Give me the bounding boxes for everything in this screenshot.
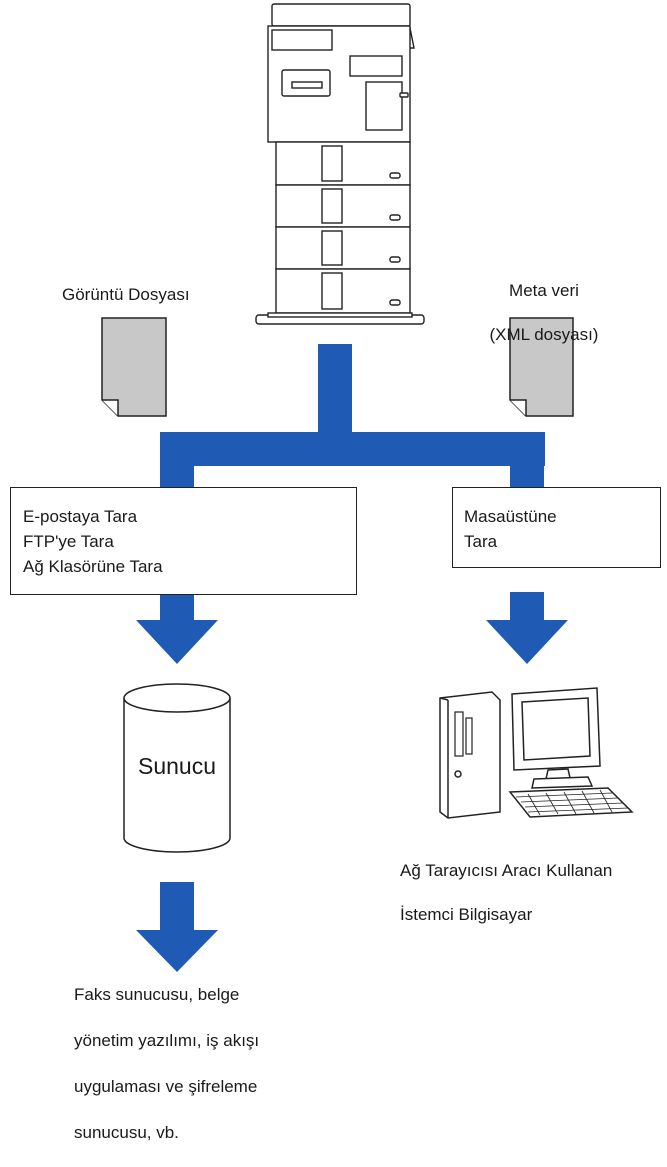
flow-connector — [160, 344, 545, 500]
down-arrow — [136, 592, 218, 664]
server-cylinder-icon — [123, 683, 231, 853]
services-description: Faks sunucusu, belge yönetim yazılımı, i… — [74, 960, 259, 1167]
metadata-label: Meta veri (XML dosyası) — [460, 258, 628, 368]
services-description-line: yönetim yazılımı, iş akışı — [74, 1031, 260, 1050]
client-computer-label-line: İstemci Bilgisayar — [400, 905, 533, 924]
metadata-label-line: Meta veri — [509, 281, 579, 300]
down-arrow — [136, 882, 218, 972]
computer-icon — [439, 687, 634, 819]
server-label: Sunucu — [137, 753, 216, 779]
scan-destinations-box: E-postaya Tara FTP'ye Tara Ağ Klasörüne … — [10, 487, 357, 595]
services-description-line: uygulaması ve şifreleme — [74, 1077, 258, 1096]
scan-to-network-folder-label: Ağ Klasörüne Tara — [23, 557, 163, 576]
scan-to-desktop-label: Tara — [464, 532, 498, 551]
scan-to-ftp-label: FTP'ye Tara — [23, 532, 114, 551]
scan-to-email-label: E-postaya Tara — [23, 507, 138, 526]
down-arrow — [486, 592, 568, 664]
client-computer-label-line: Ağ Tarayıcısı Aracı Kullanan — [400, 861, 613, 880]
services-description-line: sunucusu, vb. — [74, 1123, 179, 1142]
metadata-label-line: (XML dosyası) — [489, 325, 599, 344]
document-icon — [509, 317, 574, 417]
scan-to-desktop-label: Masaüstüne — [464, 507, 557, 526]
diagram-graphics — [101, 3, 634, 972]
client-computer-label: Ağ Tarayıcısı Aracı Kullanan İstemci Bil… — [400, 838, 612, 948]
printer-icon — [255, 3, 425, 325]
document-icon — [101, 317, 167, 417]
scan-to-desktop-box: Masaüstüne Tara — [452, 487, 661, 568]
services-description-line: Faks sunucusu, belge — [74, 985, 240, 1004]
image-file-label: Görüntü Dosyası — [62, 285, 190, 304]
